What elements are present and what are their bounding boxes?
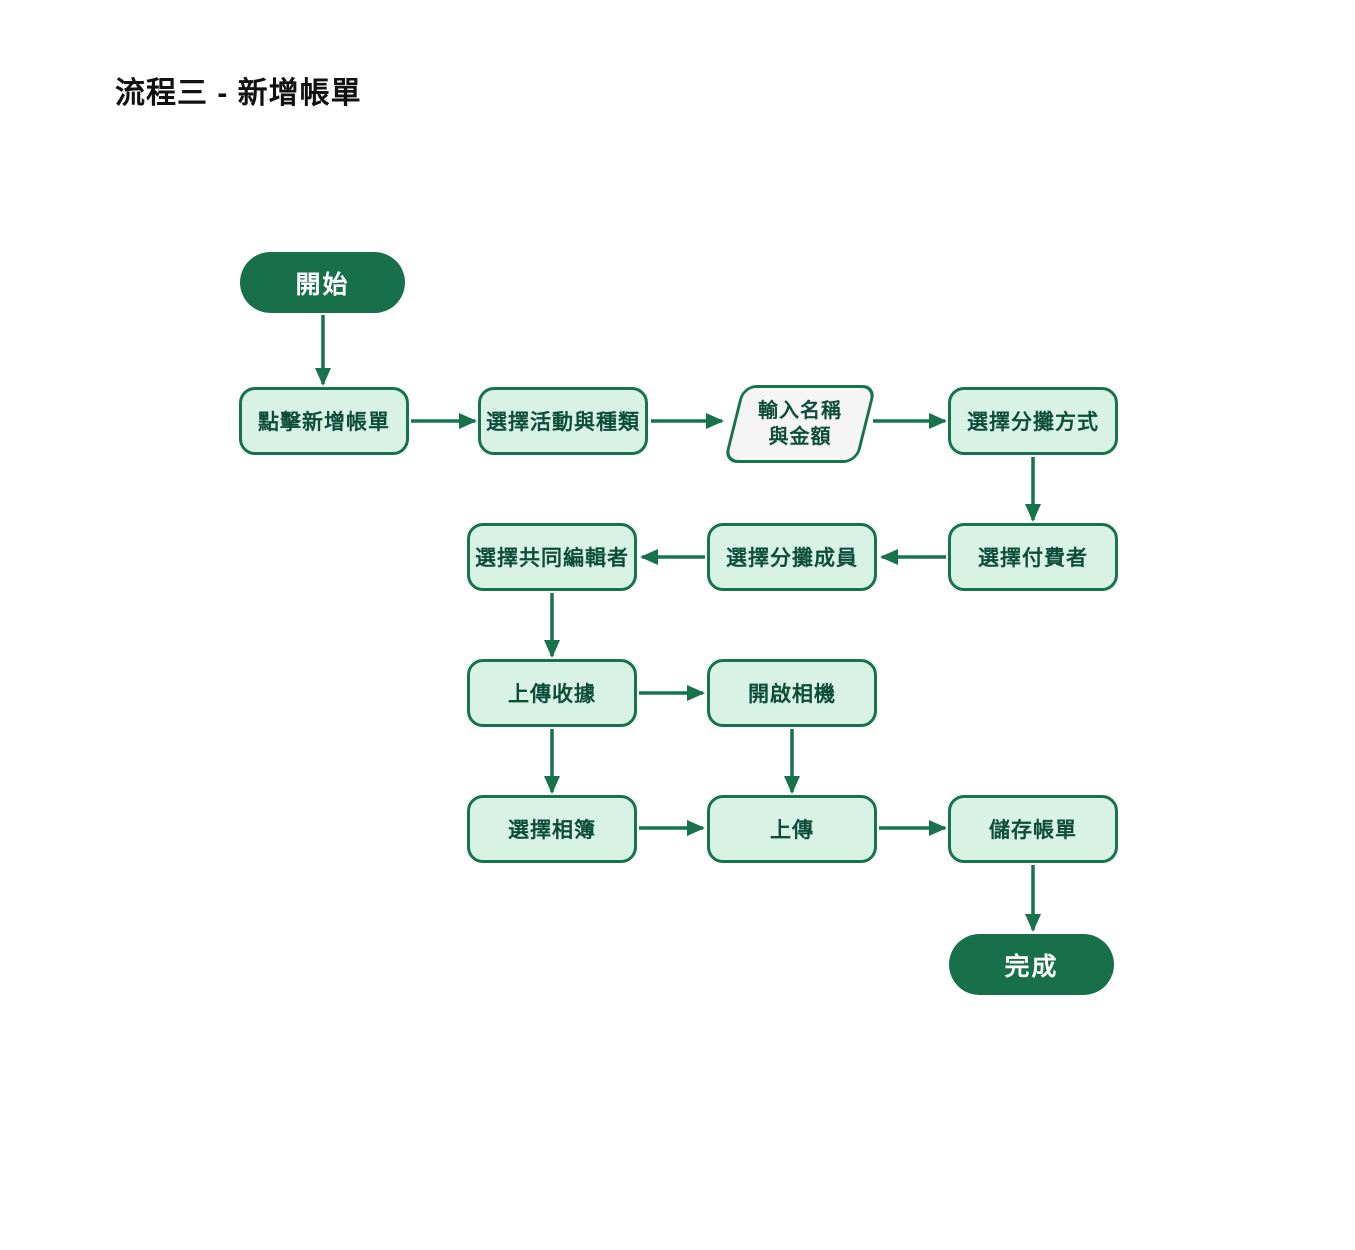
parallelogram-shape (723, 385, 877, 463)
node-select-album-label: 選擇相簿 (508, 819, 596, 842)
node-select-split-method[interactable]: 選擇分攤方式 (948, 387, 1118, 455)
node-done-label: 完成 (1004, 952, 1059, 981)
node-upload-receipt-label: 上傳收據 (508, 683, 596, 706)
node-select-co-editors[interactable]: 選擇共同編輯者 (467, 523, 637, 591)
node-upload-label: 上傳 (770, 819, 814, 842)
node-select-split-members[interactable]: 選擇分攤成員 (707, 523, 877, 591)
node-click-add-bill[interactable]: 點擊新增帳單 (239, 387, 409, 455)
node-open-camera-label: 開啟相機 (748, 683, 836, 706)
node-select-split-method-label: 選擇分攤方式 (967, 411, 1099, 434)
node-start[interactable]: 開始 (240, 252, 405, 313)
node-select-split-members-label: 選擇分攤成員 (726, 547, 858, 570)
node-save-bill-label: 儲存帳單 (989, 819, 1077, 842)
node-input-name-amount[interactable]: 輸入名稱 與金額 (723, 385, 877, 463)
node-select-activity-category-label: 選擇活動與種類 (486, 411, 640, 434)
node-done[interactable]: 完成 (949, 934, 1114, 995)
node-start-label: 開始 (295, 270, 350, 299)
page-title: 流程三 - 新增帳單 (115, 77, 362, 110)
node-select-payer-label: 選擇付費者 (978, 547, 1088, 570)
node-select-activity-category[interactable]: 選擇活動與種類 (478, 387, 648, 455)
node-upload-receipt[interactable]: 上傳收據 (467, 659, 637, 727)
node-select-co-editors-label: 選擇共同編輯者 (475, 547, 629, 570)
node-upload[interactable]: 上傳 (707, 795, 877, 863)
node-open-camera[interactable]: 開啟相機 (707, 659, 877, 727)
node-select-album[interactable]: 選擇相簿 (467, 795, 637, 863)
node-click-add-bill-label: 點擊新增帳單 (258, 411, 390, 434)
node-select-payer[interactable]: 選擇付費者 (948, 523, 1118, 591)
node-save-bill[interactable]: 儲存帳單 (948, 795, 1118, 863)
